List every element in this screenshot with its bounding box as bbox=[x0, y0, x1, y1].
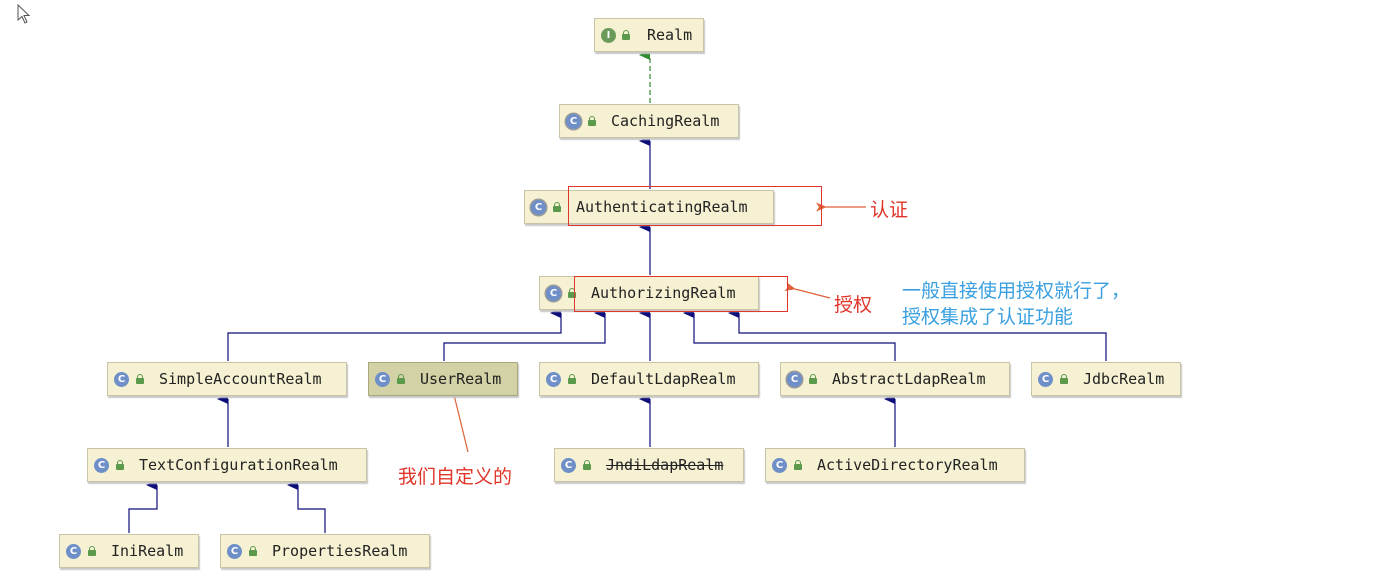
edge-ini-textconfig bbox=[128, 480, 158, 533]
node-label: IniRealm bbox=[111, 542, 184, 560]
node-jdbc-realm[interactable]: C JdbcRealm bbox=[1031, 362, 1181, 396]
node-authorizing-realm[interactable]: C AuthorizingRealm bbox=[539, 276, 759, 310]
class-icon: C bbox=[66, 544, 81, 559]
node-label-deprecated: JndiLdapRealm bbox=[606, 456, 724, 474]
abstract-class-icon: C bbox=[531, 200, 546, 215]
public-lock-icon bbox=[397, 374, 405, 384]
public-lock-icon bbox=[583, 460, 591, 470]
annotation-note-line1: 一般直接使用授权就行了， bbox=[902, 280, 1131, 302]
interface-icon: I bbox=[601, 28, 616, 43]
node-label: AuthorizingRealm bbox=[591, 284, 736, 302]
annotation-custom: 我们自定义的 bbox=[398, 466, 513, 488]
public-lock-icon bbox=[88, 546, 96, 556]
class-icon: C bbox=[94, 458, 109, 473]
node-label: AbstractLdapRealm bbox=[832, 370, 986, 388]
class-icon: C bbox=[1038, 372, 1053, 387]
node-label: CachingRealm bbox=[611, 112, 720, 130]
class-icon: C bbox=[561, 458, 576, 473]
node-label: ActiveDirectoryRealm bbox=[817, 456, 998, 474]
class-icon: C bbox=[114, 372, 129, 387]
node-properties-realm[interactable]: C PropertiesRealm bbox=[220, 534, 430, 568]
node-active-directory-realm[interactable]: C ActiveDirectoryRealm bbox=[765, 448, 1025, 482]
node-realm[interactable]: I Realm bbox=[594, 18, 704, 52]
mouse-cursor-icon bbox=[17, 4, 31, 24]
edge-abstractldap-authorizing bbox=[683, 308, 896, 361]
annotation-arrow-custom bbox=[448, 388, 469, 453]
abstract-class-icon: C bbox=[546, 286, 561, 301]
node-label: TextConfigurationRealm bbox=[139, 456, 338, 474]
public-lock-icon bbox=[568, 374, 576, 384]
public-lock-icon bbox=[809, 374, 817, 384]
node-label: Realm bbox=[647, 26, 693, 44]
annotation-authentication: 认证 bbox=[870, 199, 909, 221]
node-jndi-ldap-realm[interactable]: C JndiLdapRealm bbox=[554, 448, 744, 482]
edge-user-authorizing bbox=[443, 308, 606, 361]
node-label: AuthenticatingRealm bbox=[576, 198, 748, 216]
highlight-box-authorizing bbox=[574, 276, 788, 312]
edge-properties-textconfig bbox=[287, 480, 326, 533]
public-lock-icon bbox=[794, 460, 802, 470]
node-caching-realm[interactable]: C CachingRealm bbox=[559, 104, 739, 138]
public-lock-icon bbox=[136, 374, 144, 384]
public-lock-icon bbox=[1060, 374, 1068, 384]
class-icon: C bbox=[546, 372, 561, 387]
node-abstract-ldap-realm[interactable]: C AbstractLdapRealm bbox=[780, 362, 1010, 396]
class-icon: C bbox=[227, 544, 242, 559]
node-label: SimpleAccountRealm bbox=[159, 370, 322, 388]
abstract-class-icon: C bbox=[787, 372, 802, 387]
abstract-class-icon: C bbox=[566, 114, 581, 129]
annotation-authorization: 授权 bbox=[834, 294, 873, 316]
node-simple-account-realm[interactable]: C SimpleAccountRealm bbox=[107, 362, 347, 396]
class-icon: C bbox=[772, 458, 787, 473]
annotation-note: 一般直接使用授权就行了， 授权集成了认证功能 bbox=[902, 278, 1130, 330]
highlight-box-authenticating bbox=[568, 186, 822, 226]
public-lock-icon bbox=[116, 460, 124, 470]
edge-simpleaccount-authorizing bbox=[227, 308, 562, 361]
public-lock-icon bbox=[249, 546, 257, 556]
class-icon: C bbox=[375, 372, 390, 387]
annotation-arrow-authorization bbox=[784, 282, 831, 299]
edge-jdbc-authorizing bbox=[728, 308, 1107, 361]
public-lock-icon bbox=[622, 30, 630, 40]
node-label: UserRealm bbox=[420, 370, 502, 388]
annotation-note-line2: 授权集成了认证功能 bbox=[902, 306, 1074, 328]
node-label: JdbcRealm bbox=[1083, 370, 1165, 388]
node-label: PropertiesRealm bbox=[272, 542, 408, 560]
node-text-configuration-realm[interactable]: C TextConfigurationRealm bbox=[87, 448, 367, 482]
public-lock-icon bbox=[588, 116, 596, 126]
node-label: DefaultLdapRealm bbox=[591, 370, 736, 388]
node-user-realm[interactable]: C UserRealm bbox=[368, 362, 518, 396]
node-default-ldap-realm[interactable]: C DefaultLdapRealm bbox=[539, 362, 759, 396]
public-lock-icon bbox=[553, 202, 561, 212]
node-authenticating-realm[interactable]: C AuthenticatingRealm bbox=[524, 190, 774, 224]
node-ini-realm[interactable]: C IniRealm bbox=[59, 534, 199, 568]
